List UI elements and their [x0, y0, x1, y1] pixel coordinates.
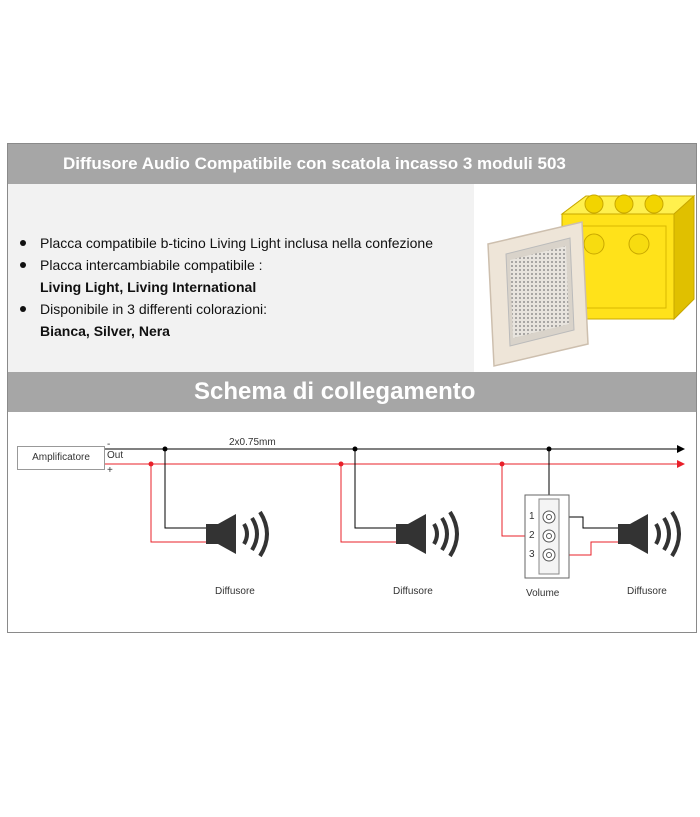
feature-list: Placca compatibile b-ticino Living Light…	[18, 232, 433, 342]
features-section: Placca compatibile b-ticino Living Light…	[8, 184, 474, 372]
bullet-icon	[20, 306, 26, 312]
cable-label: 2x0.75mm	[229, 437, 276, 448]
feature-text: Disponibile in 3 differenti colorazioni:	[40, 301, 267, 317]
feature-item-3: Disponibile in 3 differenti colorazioni:…	[18, 298, 433, 342]
feature-text: Placca compatibile b-ticino Living Light…	[40, 235, 434, 251]
volume-control	[524, 494, 570, 579]
speaker-2-label: Diffusore	[393, 586, 433, 597]
cover-plate-icon	[487, 221, 589, 367]
product-title: Diffusore Audio Compatibile con scatola …	[8, 144, 696, 184]
wiring-svg	[105, 445, 685, 579]
amplifier-box: Amplificatore	[17, 446, 105, 470]
speaker-1-icon	[206, 510, 269, 558]
product-illustration	[487, 194, 696, 367]
speaker-1-wiring	[148, 446, 206, 543]
wiring-diagram: Amplificatore - Out + 2x0.75mm Diffusore…	[8, 412, 696, 632]
schema-title: Schema di collegamento	[8, 372, 696, 412]
bullet-icon	[20, 240, 26, 246]
speaker-3-label: Diffusore	[627, 586, 667, 597]
feature-item-2: Placca intercambiabile compatibile : Liv…	[18, 254, 433, 298]
product-panel: Diffusore Audio Compatibile con scatola …	[7, 143, 697, 633]
speaker-2-wiring	[338, 446, 396, 543]
bullet-icon	[20, 262, 26, 268]
product-image	[474, 184, 696, 372]
feature-bold-text: Living Light, Living International	[40, 279, 257, 295]
feature-bold-text: Bianca, Silver, Nera	[40, 323, 170, 339]
speaker-1-label: Diffusore	[215, 586, 255, 597]
terminal-number-3: 3	[529, 549, 535, 560]
terminal-number-2: 2	[529, 530, 535, 541]
feature-item-1: Placca compatibile b-ticino Living Light…	[18, 232, 433, 254]
out-label: Out	[107, 450, 124, 461]
volume-label: Volume	[526, 588, 560, 599]
terminal-number-1: 1	[529, 511, 535, 522]
speaker-3-icon	[618, 510, 681, 558]
minus-label: -	[107, 439, 111, 450]
feature-text: Placca intercambiabile compatibile :	[40, 257, 263, 273]
plus-label: +	[107, 465, 113, 476]
speaker-2-icon	[396, 510, 459, 558]
